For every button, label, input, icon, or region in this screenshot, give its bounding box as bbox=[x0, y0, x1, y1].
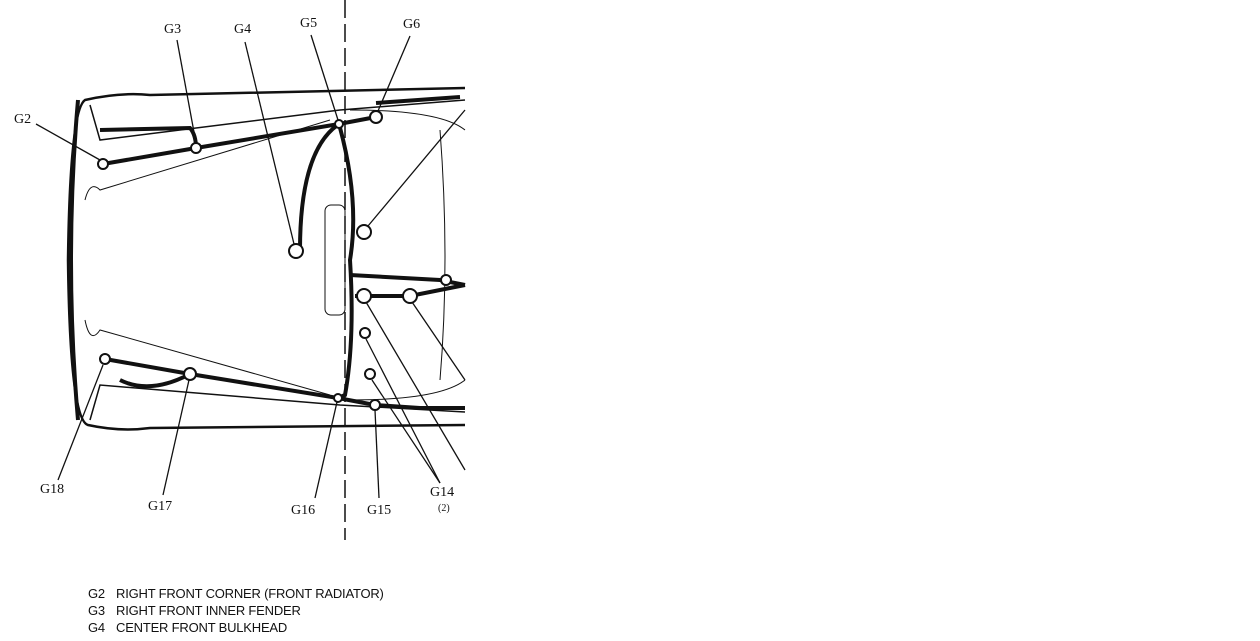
label-g6: G6 bbox=[403, 17, 421, 32]
ground-legend: G2 RIGHT FRONT CORNER (FRONT RADIATOR) G3… bbox=[88, 585, 384, 636]
label-g14-count: (2) bbox=[438, 503, 450, 514]
ground-points bbox=[97, 110, 452, 411]
label-g3: G3 bbox=[164, 22, 182, 37]
label-g16: G16 bbox=[291, 503, 316, 518]
label-g15: G15 bbox=[367, 503, 392, 518]
legend-text: RIGHT FRONT CORNER (FRONT RADIATOR) bbox=[116, 586, 384, 601]
legend-code: G3 bbox=[88, 603, 105, 618]
legend-text: CENTER FRONT BULKHEAD bbox=[116, 620, 288, 635]
legend-item: G4 CENTER FRONT BULKHEAD bbox=[88, 619, 384, 636]
vehicle-outline bbox=[66, 86, 466, 431]
vehicle-ground-diagram bbox=[35, 0, 466, 540]
legend-item: G2 RIGHT FRONT CORNER (FRONT RADIATOR) bbox=[88, 585, 384, 602]
legend-code: G2 bbox=[88, 586, 105, 601]
label-g5: G5 bbox=[300, 16, 318, 31]
label-g14: G14 bbox=[430, 485, 455, 500]
wiring-harness bbox=[99, 95, 466, 410]
legend-text: RIGHT FRONT INNER FENDER bbox=[116, 603, 301, 618]
label-g2: G2 bbox=[14, 112, 32, 127]
label-g4: G4 bbox=[234, 22, 252, 37]
label-g17: G17 bbox=[148, 499, 173, 514]
label-g18: G18 bbox=[40, 482, 65, 497]
legend-item: G3 RIGHT FRONT INNER FENDER bbox=[88, 602, 384, 619]
legend-code: G4 bbox=[88, 620, 105, 635]
callout-lines bbox=[35, 34, 466, 499]
